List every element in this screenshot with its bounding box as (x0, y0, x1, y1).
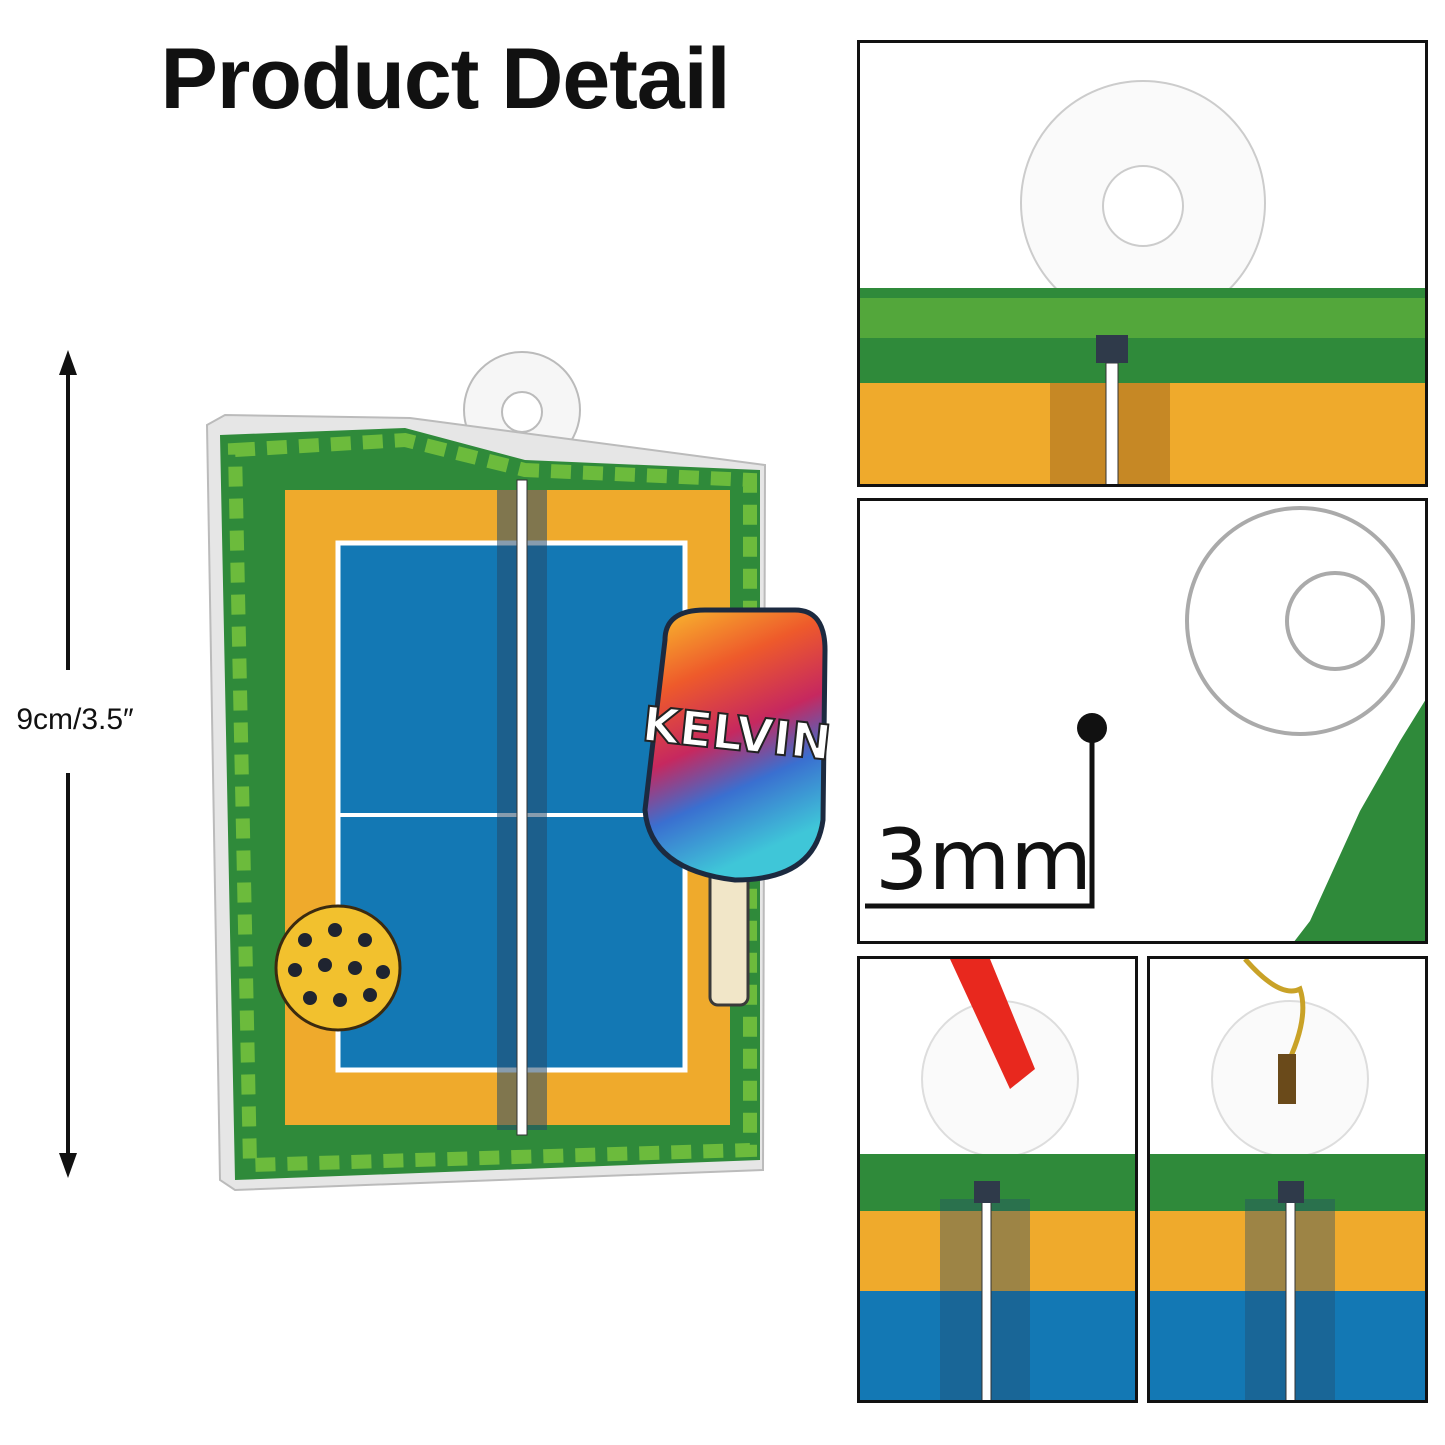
detail-panel-thickness: 3mm (857, 498, 1428, 944)
paddle-icon (642, 607, 828, 883)
ornament-illustration: KELVIN (205, 351, 835, 1192)
ribbon (950, 959, 1035, 1089)
paddle-handle (708, 868, 750, 1007)
net-post (516, 479, 528, 1136)
dimension-label: 9cm/3.5″ (16, 703, 134, 736)
gold-string (1243, 959, 1306, 1071)
height-dimension-arrow (59, 350, 77, 1178)
thickness-label: 3mm (875, 811, 1093, 909)
detail-panel-gold-string (1147, 956, 1428, 1403)
detail-panel-ribbon (857, 956, 1138, 1403)
hanger-hole (501, 391, 543, 433)
page-title: Product Detail (160, 31, 731, 127)
detail-panel-hanger (857, 40, 1428, 487)
